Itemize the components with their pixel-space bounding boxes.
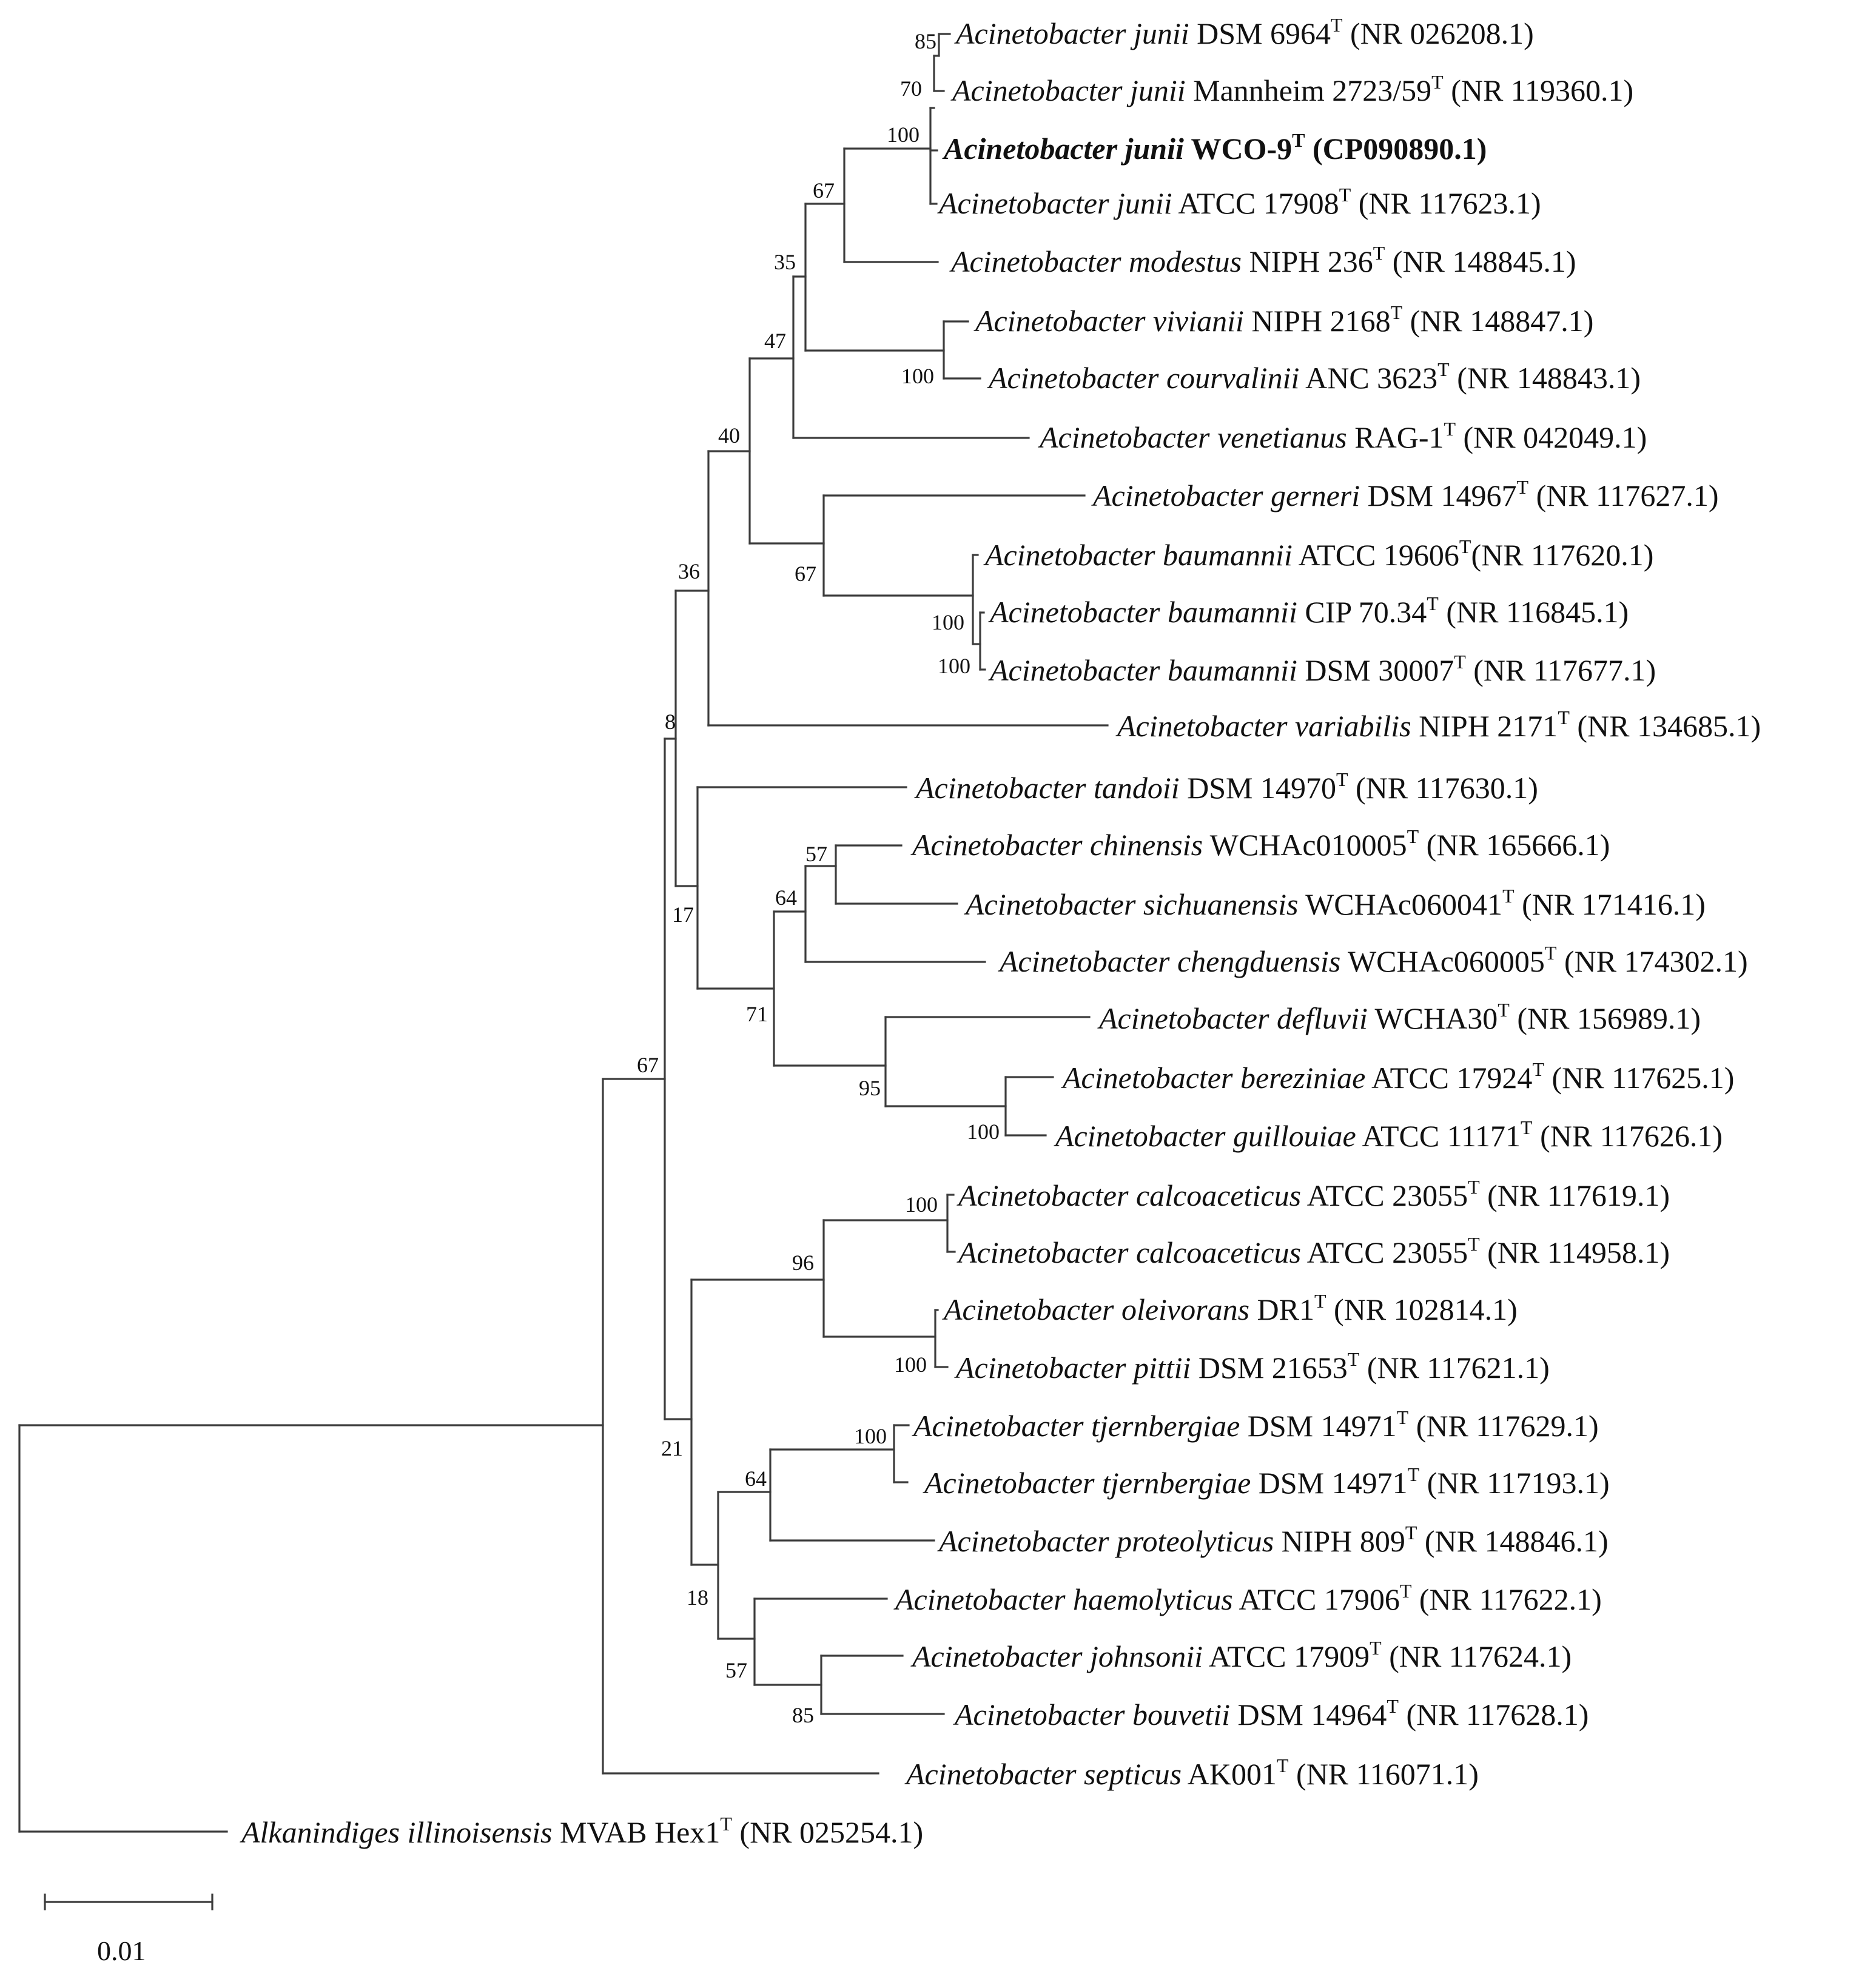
leaf-label: Alkanindiges illinoisensis MVAB Hex1T (N…	[240, 1813, 923, 1849]
bootstrap-value: 36	[678, 559, 700, 583]
leaf-label: Acinetobacter johnsonii ATCC 17909T (NR …	[910, 1637, 1572, 1673]
leaf-label-highlighted: Acinetobacter junii WCO-9T (CP090890.1)	[942, 129, 1487, 166]
bootstrap-value: 100	[854, 1424, 887, 1448]
leaf-label: Acinetobacter oleivorans DR1T (NR 102814…	[942, 1290, 1518, 1326]
leaf-label: Acinetobacter pittii DSM 21653T (NR 1176…	[954, 1348, 1550, 1385]
bootstrap-value: 21	[661, 1436, 683, 1460]
bootstrap-value: 100	[905, 1192, 938, 1217]
leaf-label: Acinetobacter variabilis NIPH 2171T (NR …	[1115, 707, 1761, 743]
leaf-label: Acinetobacter septicus AK001T (NR 116071…	[904, 1755, 1479, 1791]
leaf-label: Acinetobacter junii ATCC 17908T (NR 1176…	[937, 184, 1541, 220]
leaf-label: Acinetobacter chengduensis WCHAc060005T …	[998, 942, 1748, 978]
bootstrap-value: 96	[792, 1251, 814, 1275]
leaf-label: Acinetobacter sichuanensis WCHAc060041T …	[964, 885, 1706, 921]
leaf-label: Acinetobacter venetianus RAG-1T (NR 0420…	[1038, 418, 1647, 454]
bootstrap-value: 71	[746, 1002, 768, 1026]
leaf-label: Acinetobacter vivianii NIPH 2168T (NR 14…	[973, 301, 1593, 338]
leaf-label: Acinetobacter baumannii CIP 70.34T (NR 1…	[988, 593, 1629, 629]
bootstrap-value: 64	[745, 1466, 767, 1491]
bootstrap-value: 100	[901, 364, 934, 388]
bootstrap-value: 85	[792, 1703, 814, 1727]
leaf-label: Acinetobacter chinensis WCHAc010005T (NR…	[910, 825, 1610, 862]
bootstrap-value: 100	[938, 654, 970, 678]
leaf-label: Acinetobacter tandoii DSM 14970T (NR 117…	[914, 768, 1538, 805]
bootstrap-value: 64	[775, 885, 797, 910]
leaf-label: Acinetobacter bouvetii DSM 14964T (NR 11…	[953, 1695, 1589, 1732]
leaf-label: Acinetobacter junii Mannheim 2723/59T (N…	[950, 71, 1633, 107]
leaf-label: Acinetobacter baumannii ATCC 19606T(NR 1…	[983, 536, 1653, 572]
bootstrap-value: 70	[900, 76, 922, 101]
leaf-label: Acinetobacter gerneri DSM 14967T (NR 117…	[1091, 476, 1718, 512]
leaf-label: Acinetobacter calcoaceticus ATCC 23055T …	[956, 1233, 1670, 1269]
leaf-labels: Acinetobacter junii DSM 6964T (NR 026208…	[240, 14, 1761, 1849]
leaf-label: Acinetobacter junii DSM 6964T (NR 026208…	[954, 14, 1534, 50]
leaf-label: Acinetobacter haemolyticus ATCC 17906T (…	[893, 1580, 1602, 1616]
tree-branches	[18, 33, 1109, 1910]
leaf-label: Acinetobacter defluvii WCHA30T (NR 15698…	[1097, 999, 1701, 1035]
leaf-label: Acinetobacter baumannii DSM 30007T (NR 1…	[988, 651, 1656, 687]
bootstrap-value: 100	[894, 1352, 927, 1377]
scale-bar-label: 0.01	[97, 1935, 146, 1966]
bootstrap-value: 35	[774, 250, 796, 274]
leaf-label: Acinetobacter proteolyticus NIPH 809T (N…	[937, 1522, 1609, 1558]
leaf-label: Acinetobacter courvalinii ANC 3623T (NR …	[987, 358, 1641, 395]
bootstrap-value: 100	[967, 1120, 1000, 1144]
leaf-label: Acinetobacter guillouiae ATCC 11171T (NR…	[1054, 1117, 1723, 1153]
bootstrap-value: 17	[672, 902, 694, 927]
bootstrap-value: 67	[813, 178, 835, 203]
bootstrap-values: 85 70 100 67 35 100 47 40 67 100 100 36 …	[637, 29, 1000, 1727]
bootstrap-value: 95	[859, 1076, 881, 1100]
bootstrap-value: 18	[687, 1585, 708, 1610]
leaf-label: Acinetobacter bereziniae ATCC 17924T (NR…	[1061, 1058, 1734, 1095]
bootstrap-value: 57	[725, 1658, 747, 1682]
bootstrap-value: 85	[915, 29, 936, 53]
leaf-label: Acinetobacter tjernbergiae DSM 14971T (N…	[923, 1463, 1610, 1500]
bootstrap-value: 100	[932, 610, 964, 634]
bootstrap-value: 40	[718, 423, 740, 448]
leaf-label: Acinetobacter calcoaceticus ATCC 23055T …	[956, 1176, 1670, 1212]
bootstrap-value: 8	[665, 710, 676, 734]
leaf-label: Acinetobacter tjernbergiae DSM 14971T (N…	[912, 1406, 1599, 1443]
leaf-label: Acinetobacter modestus NIPH 236T (NR 148…	[949, 242, 1576, 278]
bootstrap-value: 47	[764, 329, 786, 353]
bootstrap-value: 100	[887, 123, 920, 147]
bootstrap-value: 67	[795, 562, 816, 586]
bootstrap-value: 57	[805, 842, 827, 866]
bootstrap-value: 67	[637, 1053, 659, 1077]
